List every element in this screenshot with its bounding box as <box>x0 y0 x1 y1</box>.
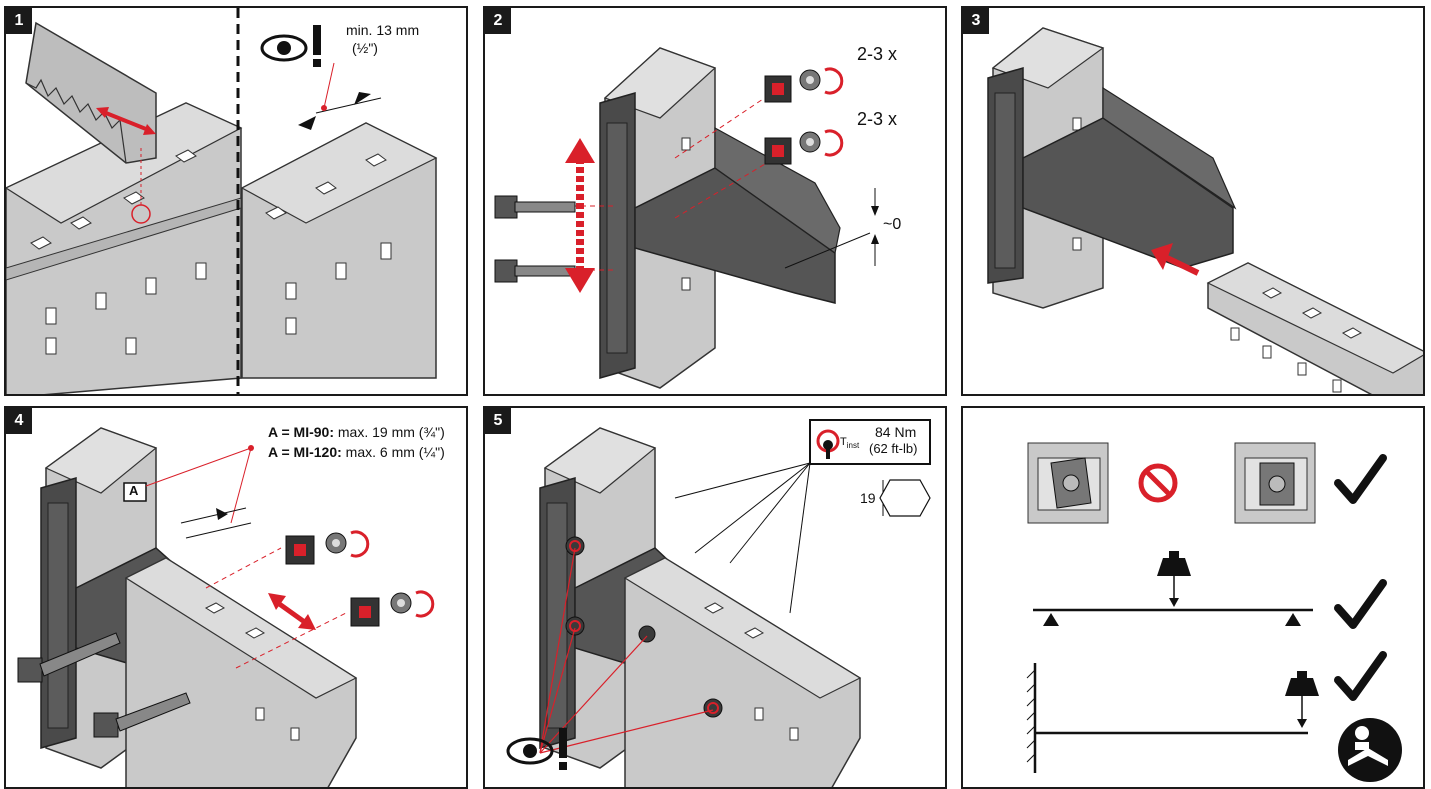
torque-symbol: Tinst <box>840 436 859 450</box>
torque-symbol-sub: inst <box>846 441 860 451</box>
torque-nm: 84 Nm <box>875 424 917 440</box>
panel-4-illustration <box>17 427 435 787</box>
checkmark-icon <box>1334 454 1387 504</box>
panel-1-illustration <box>6 8 438 394</box>
channel-right <box>240 122 438 379</box>
wrench-icon <box>816 429 840 459</box>
eye-icon <box>506 737 554 765</box>
mi90-key: A = MI-90: <box>268 424 334 440</box>
simply-supported-beam <box>1033 551 1313 626</box>
panel-3-insert-channel: 3 <box>961 6 1425 396</box>
repeat-count-top: 2-3 x <box>857 44 898 64</box>
marker-a-box <box>123 482 147 502</box>
hex-nut-icon <box>879 479 931 517</box>
panel-4-tighten-nuts: 4 <box>4 406 468 789</box>
insert-direction-arrow <box>1151 243 1200 276</box>
channel-left <box>6 102 243 394</box>
checkmark-icon <box>1334 579 1387 629</box>
support-triangle-icon <box>1043 613 1059 626</box>
panel-number: 3 <box>963 8 989 34</box>
rotate-arrow-icon <box>350 530 435 618</box>
torque-ftlb: (62 ft-lb) <box>869 441 918 456</box>
exclamation-icon <box>559 728 567 770</box>
strut-channel <box>1206 262 1423 394</box>
hammer-bolt-top <box>494 195 576 219</box>
exclamation-icon <box>313 25 321 67</box>
mi90-value: max. 19 mm (¾") <box>337 424 445 440</box>
slide-direction-arrow <box>268 593 316 630</box>
panel-6-illustration <box>1026 442 1402 782</box>
eye-icon <box>260 34 308 62</box>
torque-symbol-t: T <box>840 436 847 448</box>
saw-icon <box>25 21 157 164</box>
read-manual-icon <box>1338 718 1402 782</box>
repeat-count-bottom: 2-3 x <box>857 109 898 129</box>
panel-5-torque-check: 5 <box>483 406 947 789</box>
channel-nut-top <box>764 75 792 103</box>
panel-number: 1 <box>6 8 32 34</box>
tightened-nuts <box>565 536 723 718</box>
nut-misaligned-example <box>1027 442 1109 524</box>
no-entry-icon <box>1138 463 1178 503</box>
checkmark-icon <box>1334 651 1387 701</box>
min-length-label: min. 13 mm <box>346 22 420 38</box>
panel-number: 4 <box>6 408 32 434</box>
channel-nut-bottom <box>350 597 380 627</box>
panel-2-mount-bracket: 2 <box>483 6 947 396</box>
min-length-inch-label: (½") <box>352 40 378 56</box>
support-triangle-icon <box>1285 613 1301 626</box>
weight-icon <box>1157 558 1191 576</box>
rotate-arrow-icon <box>824 67 844 157</box>
panel-2-illustration <box>494 47 879 389</box>
hammer-bolt-top <box>17 632 121 683</box>
mi120-value: max. 6 mm (¼") <box>345 444 445 460</box>
mi120-key: A = MI-120: <box>268 444 342 460</box>
bracket-body <box>987 67 1237 284</box>
marker-a-label: A <box>129 483 139 498</box>
hammer-bolt-bottom <box>93 692 191 738</box>
cantilever-beam <box>1026 663 1319 773</box>
nut-aligned-example <box>1234 442 1316 524</box>
channel-nut-bottom <box>764 137 792 165</box>
saw-motion-arrow <box>100 109 152 133</box>
adjust-vertical-arrow <box>565 138 595 293</box>
strut-channel <box>623 557 862 787</box>
panel-6-usage-rules <box>961 406 1425 789</box>
gap-label: ~0 <box>883 216 902 233</box>
hammer-bolt-bottom <box>494 259 576 283</box>
panel-1-cut-channel: 1 <box>4 6 468 396</box>
panel-5-illustration <box>506 419 931 787</box>
panel-number: 5 <box>485 408 511 434</box>
mi120-spec: A = MI-120: max. 6 mm (¼") <box>268 444 445 460</box>
strut-channel <box>124 557 358 787</box>
wrench-size-label: 19 <box>860 490 876 506</box>
channel-nut-top <box>285 535 315 565</box>
mi90-spec: A = MI-90: max. 19 mm (¾") <box>268 424 445 440</box>
panel-number: 2 <box>485 8 511 34</box>
panel-3-illustration <box>987 27 1423 394</box>
bracket-body <box>599 92 841 379</box>
weight-icon <box>1285 678 1319 696</box>
